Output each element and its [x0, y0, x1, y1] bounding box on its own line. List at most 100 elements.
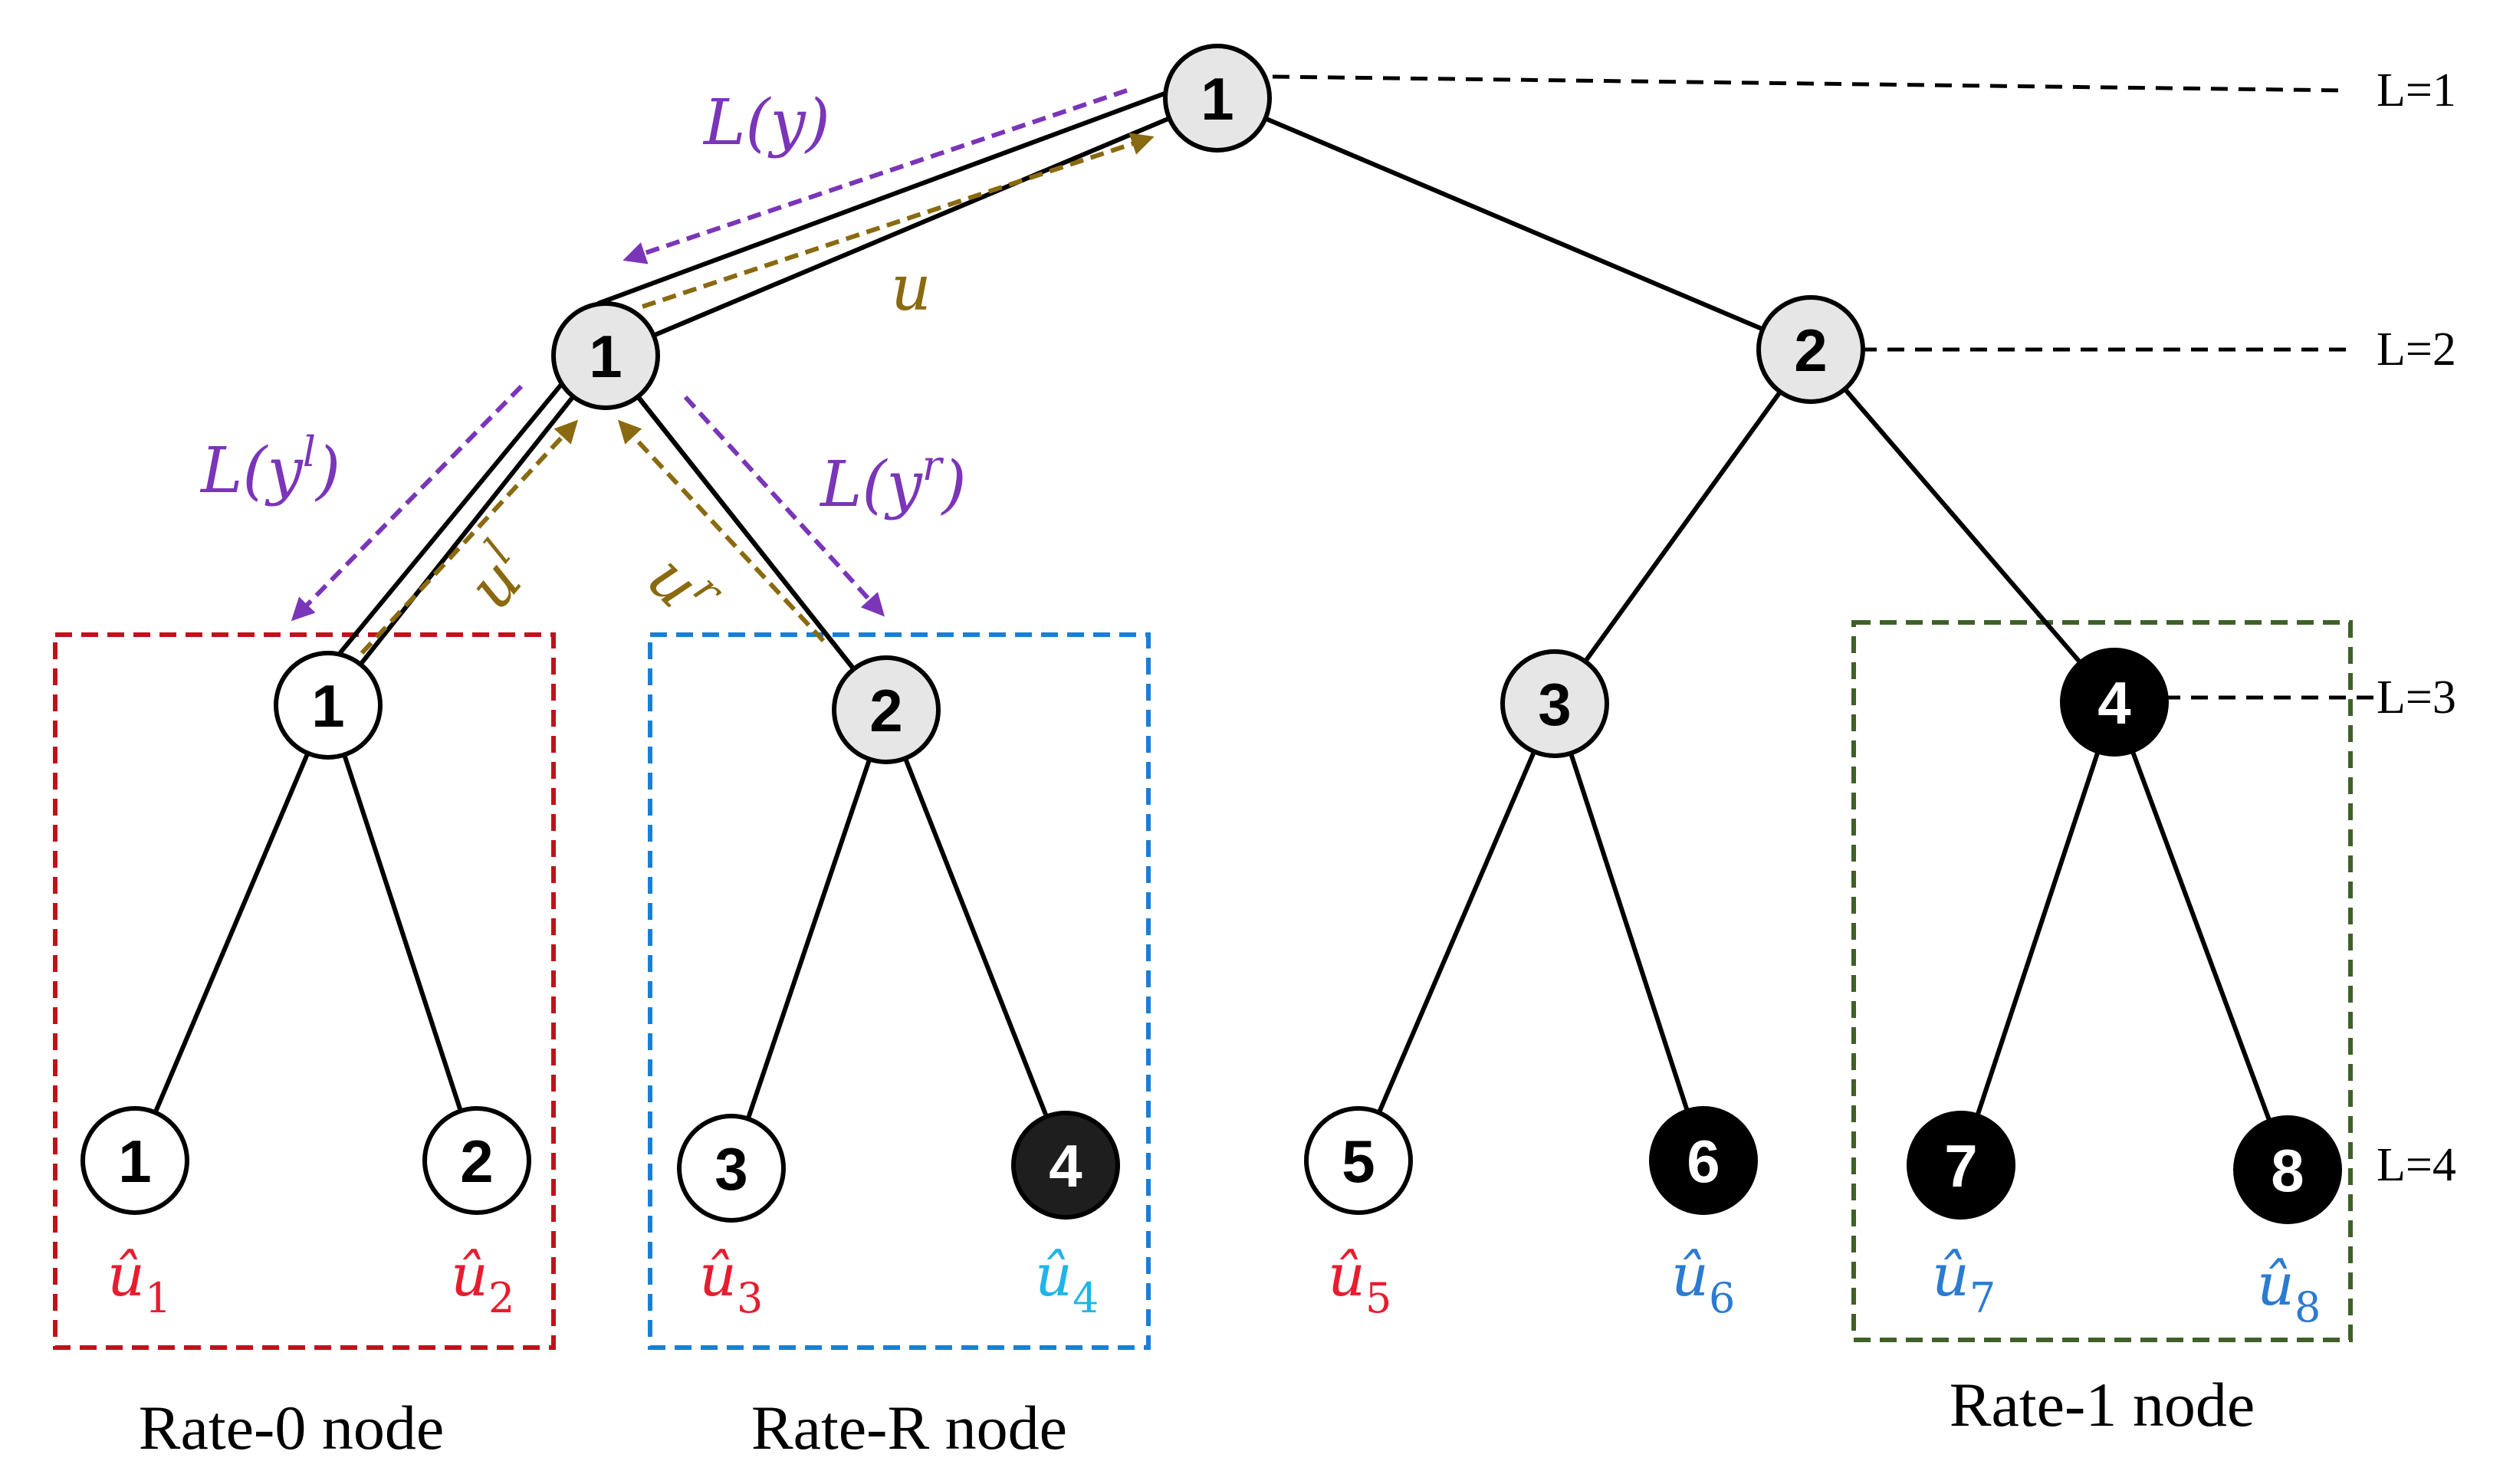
arrow-L-yr	[683, 395, 885, 617]
node-circle	[274, 651, 383, 760]
node-number: 8	[2271, 1137, 2304, 1204]
node-number: 7	[1944, 1132, 1977, 1200]
edge-c2-d4	[884, 708, 1068, 1167]
node-number: 2	[460, 1128, 493, 1195]
level-label-1: L=1	[2377, 64, 2456, 117]
node-number: 3	[1538, 671, 1571, 738]
node-r: 1	[1163, 44, 1272, 153]
rate-1-label: Rate-1 node	[1950, 1370, 2255, 1440]
rate-1-box	[1851, 620, 2353, 1342]
leaf-label-3: û3	[699, 1241, 763, 1322]
level-label-3: L=3	[2377, 671, 2456, 724]
leaf-label-6: û6	[1671, 1241, 1735, 1322]
leaf-label-symbol: û	[2257, 1250, 2295, 1318]
node-circle	[2233, 1115, 2342, 1224]
edge-a-c2	[603, 354, 889, 711]
rate-r-label: Rate-R node	[751, 1393, 1067, 1463]
edge-c2-d3	[729, 709, 889, 1169]
label-u-r: ur	[633, 537, 734, 638]
leaf-label-8: û8	[2257, 1250, 2321, 1331]
node-a: 1	[551, 301, 660, 410]
leaf-label-subscript: 2	[488, 1274, 514, 1322]
edge-c4-d8	[2112, 701, 2290, 1171]
leaf-label-symbol: û	[1932, 1241, 1969, 1309]
label-L-yl-base: L(y	[199, 435, 304, 507]
node-d5: 5	[1304, 1106, 1413, 1215]
tree-nodes: 1 1 2 1 2 3 4 1 2 3 4 5 6 7 8	[80, 44, 2342, 1224]
edge-r-b	[1216, 96, 1812, 352]
svg-text:ul: ul	[449, 530, 545, 623]
node-circle	[1907, 1111, 2015, 1220]
label-u-l: ul	[449, 530, 545, 623]
leaf-label-1: û1	[107, 1241, 171, 1322]
tree-edges	[133, 96, 2290, 1171]
path-highlight	[321, 88, 1174, 675]
node-number: 1	[118, 1128, 151, 1195]
arrow-u-l	[360, 419, 579, 655]
node-number: 1	[311, 672, 344, 740]
edge-c3-d6	[1552, 703, 1706, 1161]
leaf-label-subscript: 7	[1969, 1274, 1996, 1322]
node-circle	[80, 1106, 189, 1215]
label-L-yr: L(yr)	[819, 442, 967, 521]
label-L-yl-close: )	[314, 435, 340, 507]
node-number: 2	[1794, 317, 1827, 384]
message-arrows	[291, 88, 1155, 655]
node-number: 4	[2097, 669, 2130, 737]
node-circle	[1756, 295, 1865, 404]
leaf-label-subscript: 6	[1709, 1274, 1735, 1322]
node-circle	[832, 655, 941, 764]
node-c2: 2	[832, 655, 941, 764]
node-circle	[1011, 1111, 1120, 1220]
rate-0-label: Rate-0 node	[139, 1393, 444, 1463]
node-number: 1	[589, 323, 622, 390]
leaf-label-symbol: û	[107, 1241, 145, 1309]
leaf-label-symbol: û	[1035, 1241, 1073, 1309]
node-circle	[1500, 649, 1609, 758]
node-number: 3	[714, 1135, 747, 1203]
label-L-yl: L(yl)	[199, 428, 340, 507]
label-u: u	[891, 252, 931, 325]
node-circle	[1649, 1106, 1758, 1215]
rate-r-box	[648, 632, 1151, 1350]
node-d4: 4	[1011, 1111, 1120, 1220]
leaf-label-subscript: 5	[1365, 1274, 1391, 1322]
edge-c4-d7	[1959, 701, 2117, 1166]
label-L-y: L(y)	[702, 87, 830, 159]
leaf-label-subscript: 3	[737, 1274, 763, 1322]
edge-c3-d5	[1356, 702, 1557, 1162]
rate-0-box	[53, 632, 556, 1350]
node-d3: 3	[677, 1114, 786, 1223]
node-number: 6	[1687, 1128, 1720, 1195]
arrow-u	[642, 133, 1155, 309]
node-c4: 4	[2060, 648, 2169, 757]
svg-text:L(yr): L(yr)	[819, 442, 967, 521]
node-d6: 6	[1649, 1106, 1758, 1215]
label-L-yr-close: )	[941, 448, 967, 521]
level-lines	[1272, 74, 2377, 700]
node-d2: 2	[422, 1106, 531, 1215]
node-circle	[1163, 44, 1272, 153]
node-circle	[2060, 648, 2169, 757]
node-c1: 1	[274, 651, 383, 760]
leaf-label-symbol: û	[1671, 1241, 1709, 1309]
node-number: 2	[869, 677, 902, 744]
svg-text:L(yl): L(yl)	[199, 428, 340, 507]
node-c3: 3	[1500, 649, 1609, 758]
leaf-label-subscript: 8	[2295, 1283, 2321, 1331]
node-number: 5	[1342, 1128, 1375, 1195]
label-L-yr-base: L(y	[819, 448, 923, 521]
node-d8: 8	[2233, 1115, 2342, 1224]
node-circle	[677, 1114, 786, 1223]
node-circle	[551, 301, 660, 410]
node-d7: 7	[1907, 1111, 2015, 1220]
leaf-label-5: û5	[1328, 1241, 1391, 1322]
edge-a-c1	[326, 354, 608, 707]
arrow-L-yl	[291, 384, 524, 622]
node-d1: 1	[80, 1106, 189, 1215]
leaf-label-7: û7	[1932, 1241, 1996, 1322]
svg-text:ur: ur	[633, 537, 734, 638]
edge-r-a	[604, 96, 1219, 358]
node-circle	[422, 1106, 531, 1215]
